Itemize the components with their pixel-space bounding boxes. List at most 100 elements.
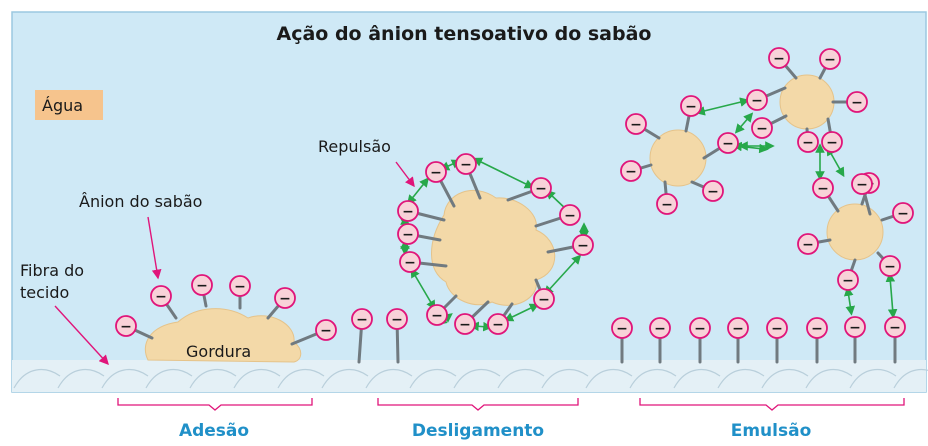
soap-anion: −	[702, 132, 739, 160]
fiber-label-line2: tecido	[20, 283, 69, 302]
anion-head	[766, 317, 788, 339]
charge-minus: −	[732, 321, 744, 337]
soap-anion: −	[625, 113, 661, 140]
charge-minus: −	[404, 255, 416, 271]
anion-head	[797, 131, 819, 153]
anion-head	[397, 200, 419, 222]
charge-minus: −	[756, 121, 768, 137]
charge-minus: −	[802, 237, 814, 253]
anion-head	[746, 89, 768, 111]
charge-minus: −	[402, 227, 414, 243]
charge-minus: −	[459, 317, 471, 333]
fiber-thread	[409, 369, 457, 389]
soap-anion: −	[150, 285, 178, 320]
anion-head	[351, 308, 373, 330]
anion-head	[656, 193, 678, 215]
soap-anion: −	[680, 95, 702, 133]
charge-minus: −	[234, 279, 246, 295]
soap-anion: −	[454, 300, 490, 335]
fiber-thread	[849, 369, 897, 389]
charge-minus: −	[802, 135, 814, 151]
anion-head	[229, 275, 251, 297]
charge-minus: −	[196, 278, 208, 294]
anion-head	[455, 153, 477, 175]
charge-minus: −	[897, 206, 909, 222]
anion-head	[426, 304, 448, 326]
soap-anion: −	[546, 234, 594, 256]
charge-minus: −	[279, 291, 291, 307]
soap-anion: −	[818, 48, 841, 80]
anion-head	[812, 177, 834, 199]
anion-head	[797, 233, 819, 255]
charge-minus: −	[120, 319, 132, 335]
fiber-thread	[629, 369, 677, 389]
fat-label: Gordura	[186, 342, 251, 361]
soap-anion: −	[812, 177, 840, 213]
soap-anion: −	[727, 317, 749, 364]
charge-minus: −	[751, 93, 763, 109]
charge-minus: −	[155, 289, 167, 305]
soap-anion: −	[506, 177, 552, 202]
repulsion-arrow	[543, 254, 582, 296]
charge-minus: −	[402, 204, 414, 220]
fiber-thread	[497, 369, 545, 389]
charge-minus: −	[884, 259, 896, 275]
fiber-weave	[13, 369, 928, 389]
soap-anion: −	[426, 294, 458, 326]
charge-minus: −	[824, 52, 836, 68]
fiber-thread	[189, 369, 237, 389]
anion-pointer	[147, 216, 162, 280]
charge-minus: −	[630, 117, 642, 133]
anion-head	[689, 317, 711, 339]
anion-head	[851, 173, 873, 195]
water-tag	[35, 90, 103, 120]
fiber-label-line1: Fibra do	[20, 261, 84, 280]
repulsion-arrow	[695, 97, 750, 116]
soap-anion: −	[806, 317, 828, 364]
soap-anion: −	[266, 287, 296, 320]
fiber-thread	[805, 369, 853, 389]
charge-minus: −	[849, 320, 861, 336]
soap-anion: −	[884, 316, 906, 364]
soap-anion: −	[351, 308, 373, 364]
anion-head	[879, 255, 901, 277]
charge-minus: −	[722, 136, 734, 152]
anion-head	[717, 132, 739, 154]
soap-anion: −	[397, 200, 446, 222]
anion-head	[625, 113, 647, 135]
repulsion-arrow	[734, 112, 754, 134]
anion-head	[572, 234, 594, 256]
soap-anions: −−−−−−−−−−−−−−−−−−−−−−−−−−−−−−−−−−−−−−−−…	[115, 47, 914, 364]
anion-head	[727, 317, 749, 339]
stage-label-emulsao: Emulsão	[731, 421, 812, 441]
anion-head	[844, 316, 866, 338]
anion-head	[806, 317, 828, 339]
fat-droplet	[144, 308, 302, 363]
soap-anion: −	[487, 302, 514, 335]
repulsion-arrow	[407, 177, 429, 205]
anion-head	[487, 313, 509, 335]
charge-minus: −	[811, 321, 823, 337]
anion-head	[191, 274, 213, 296]
charge-minus: −	[320, 323, 332, 339]
anion-head	[611, 317, 633, 339]
stage-label-desligamento: Desligamento	[412, 421, 544, 441]
soap-anion: −	[290, 319, 337, 346]
repulsion-arrow	[472, 157, 535, 189]
anion-head	[819, 48, 841, 70]
repulsion-arrow	[410, 267, 436, 311]
repulsion-arrow	[885, 272, 898, 319]
soap-anion: −	[851, 173, 873, 216]
charge-minus: −	[889, 320, 901, 336]
stage-label-adesao: Adesão	[179, 421, 249, 441]
anion-head	[386, 308, 408, 330]
charge-minus: −	[460, 157, 472, 173]
stage-bracket	[117, 398, 313, 411]
stage-bracket	[639, 398, 905, 411]
anion-head	[649, 317, 671, 339]
soap-anion: −	[397, 223, 442, 245]
fiber-thread	[101, 369, 149, 389]
soap-anion: −	[656, 180, 678, 215]
water-label: Água	[42, 96, 83, 115]
